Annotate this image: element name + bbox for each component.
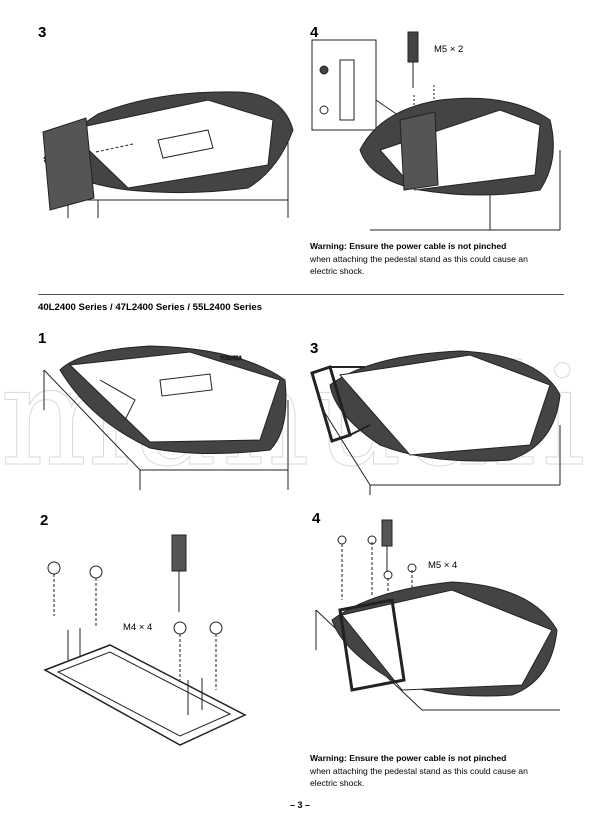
svg-text:TOSHIBA: TOSHIBA [220, 356, 243, 362]
step-1-number: 1 [38, 330, 47, 347]
warning-bottom-bold: Warning: Ensure the power cable is not p… [310, 753, 507, 763]
illustration-step3-bottom [310, 350, 561, 495]
warning-top-rest: when attaching the pedestal stand as thi… [310, 253, 528, 277]
illustration-step2 [43, 534, 247, 746]
illustration-step4-bottom [315, 519, 560, 711]
illustration-step4-top [311, 31, 561, 231]
step-4-number-bottom: 4 [312, 510, 321, 527]
series-heading: 40L2400 Series / 47L2400 Series / 55L240… [38, 302, 263, 313]
warning-bottom: Warning: Ensure the power cable is not p… [310, 752, 540, 790]
illustration-step1: TOSHIBA [43, 345, 289, 490]
section-divider [38, 294, 564, 295]
screw-label-m4x4: M4 × 4 [123, 622, 153, 633]
screw-label-m5x2: M5 × 2 [434, 44, 464, 55]
step-3-number-bottom: 3 [310, 340, 319, 357]
warning-bottom-rest: when attaching the pedestal stand as thi… [310, 765, 528, 789]
warning-top: Warning: Ensure the power cable is not p… [310, 240, 540, 278]
page-number: – 3 – [289, 800, 311, 810]
illustration-step3-top [42, 91, 294, 218]
step-4-number-top: 4 [310, 24, 319, 41]
screw-label-m5x4: M5 × 4 [428, 560, 458, 571]
step-2-number: 2 [40, 512, 49, 529]
step-3-number-top: 3 [38, 24, 47, 41]
warning-top-bold: Warning: Ensure the power cable is not p… [310, 241, 507, 251]
